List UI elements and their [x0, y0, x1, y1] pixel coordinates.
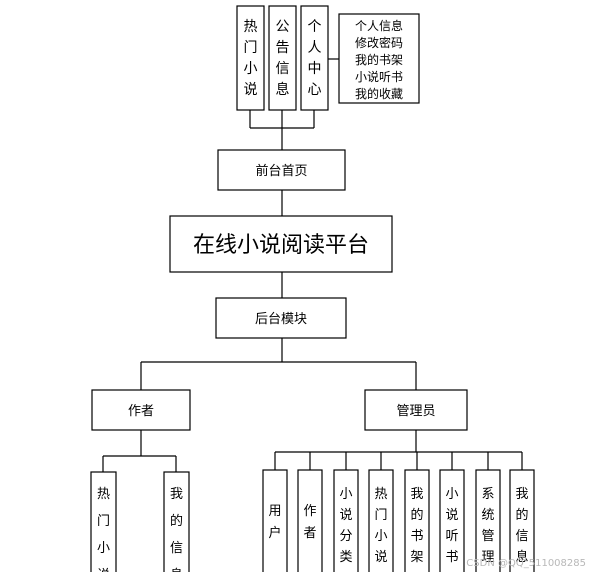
personal-center-item: 修改密码 [355, 35, 403, 50]
module-char: 小 [445, 487, 458, 502]
module-char: 理 [481, 550, 494, 565]
module-char: 信 [515, 529, 528, 544]
front-nav-char: 小 [244, 61, 258, 77]
module-char: 门 [97, 514, 110, 529]
module-char: 听 [445, 529, 458, 544]
module-char: 热 [374, 487, 387, 502]
module-char: 小 [97, 541, 110, 556]
front-nav-box-personal-center: 个 人 中 心 [300, 5, 329, 111]
admin-module-my-bookshelf: 我 的 书 架 [404, 469, 430, 572]
front-nav-char: 公 [276, 19, 290, 35]
admin-module-audiobooks: 小 说 听 书 [439, 469, 465, 572]
front-nav-char: 热 [244, 19, 258, 35]
module-char: 用 [268, 504, 281, 519]
front-nav-char: 信 [276, 61, 290, 77]
personal-center-item: 小说听书 [355, 69, 403, 84]
admin-module-authors: 作 者 [297, 469, 323, 572]
front-nav-box-hot-novels: 热 门 小 说 [236, 5, 265, 111]
module-char: 信 [170, 541, 183, 556]
module-char: 息 [515, 549, 528, 565]
connector-lines [102, 58, 523, 472]
front-nav-char: 告 [276, 40, 290, 56]
platform-title-box: 在线小说阅读平台 [169, 215, 393, 273]
personal-center-item: 我的书架 [355, 52, 403, 67]
front-nav-char: 心 [308, 82, 322, 98]
module-char: 说 [339, 508, 352, 523]
module-char: 统 [481, 508, 494, 523]
module-char: 门 [374, 508, 387, 523]
module-char: 书 [445, 550, 458, 565]
admin-module-system-management: 系 统 管 理 [475, 469, 501, 572]
admin-module-my-info: 我 的 信 息 [509, 469, 535, 572]
module-char: 的 [515, 507, 528, 523]
module-char: 小 [374, 529, 387, 544]
module-char: 的 [170, 513, 183, 529]
back-module-box: 后台模块 [215, 297, 347, 339]
front-home-label: 前台首页 [255, 163, 307, 179]
personal-center-item: 我的收藏 [355, 86, 403, 101]
platform-title: 在线小说阅读平台 [193, 233, 369, 258]
personal-center-list-box: 个人信息 修改密码 我的书架 小说听书 我的收藏 [338, 13, 420, 104]
module-char: 架 [410, 550, 423, 565]
module-char: 我 [170, 487, 183, 502]
module-char: 户 [268, 525, 281, 541]
module-char: 类 [339, 550, 352, 565]
module-char: 分 [339, 529, 352, 544]
back-module-label: 后台模块 [255, 312, 307, 327]
module-char: 息 [170, 567, 183, 572]
module-char: 系 [481, 487, 494, 502]
admin-module-novel-categories: 小 说 分 类 [333, 469, 359, 572]
role-admin-label: 管理员 [396, 404, 435, 419]
admin-module-hot-novels: 热 门 小 说 [368, 469, 394, 572]
front-nav-char: 息 [276, 81, 290, 98]
front-nav-char: 中 [308, 61, 322, 77]
module-char: 作 [303, 504, 316, 519]
module-char: 管 [481, 529, 494, 544]
watermark: CSDN @QQ_511008285 [466, 558, 586, 569]
personal-center-item: 个人信息 [355, 18, 403, 33]
module-char: 我 [410, 487, 423, 502]
role-author-label: 作者 [128, 404, 154, 419]
front-nav-char: 门 [244, 40, 258, 56]
module-char: 说 [97, 568, 110, 572]
module-char: 书 [410, 529, 423, 544]
front-nav-box-announcements: 公 告 信 息 [268, 5, 297, 111]
role-admin-box: 管理员 [364, 389, 468, 431]
author-module-my-info: 我 的 信 息 [163, 471, 190, 572]
module-char: 说 [445, 508, 458, 523]
front-nav-char: 个 [308, 19, 322, 35]
module-char: 者 [303, 526, 316, 541]
module-char: 热 [97, 487, 110, 502]
module-char: 我 [515, 487, 528, 502]
author-module-hot-novels: 热 门 小 说 [90, 471, 117, 572]
front-nav-char: 说 [244, 82, 258, 98]
module-char: 说 [374, 550, 387, 565]
role-author-box: 作者 [91, 389, 191, 431]
admin-module-users: 用 户 [262, 469, 288, 572]
module-char: 的 [410, 507, 423, 523]
front-nav-char: 人 [308, 40, 322, 56]
front-home-box: 前台首页 [217, 149, 346, 191]
module-char: 小 [339, 487, 352, 502]
